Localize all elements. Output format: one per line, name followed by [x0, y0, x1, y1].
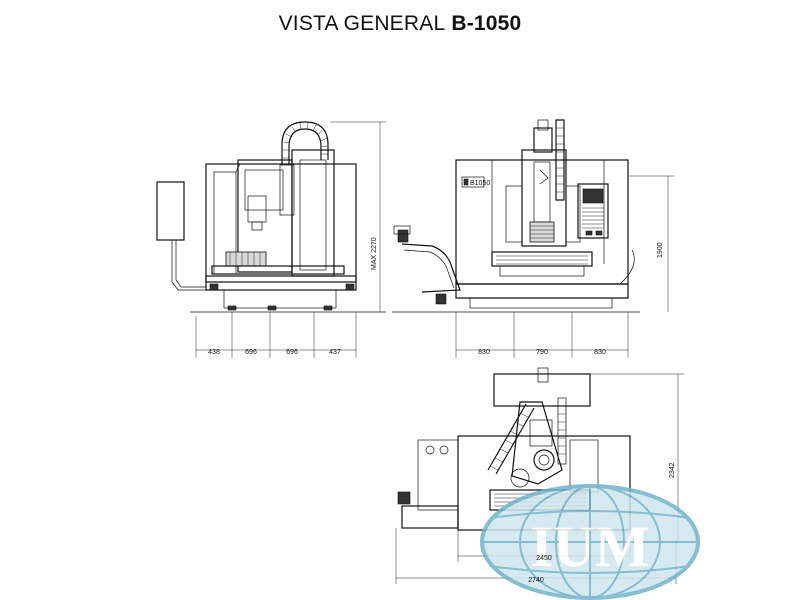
- front-chip-conveyor: [401, 243, 461, 293]
- title-model: B-1050: [451, 12, 522, 35]
- side-dim-1: 438: [208, 349, 220, 356]
- top-dim-width-1: 2450: [536, 555, 552, 562]
- top-control-cabinet: [493, 373, 591, 407]
- watermark-text: IUM: [530, 514, 649, 579]
- side-cable-chain: [281, 121, 329, 165]
- top-chip-conveyor: [401, 505, 459, 529]
- front-control-panel: [577, 183, 609, 239]
- front-view: B1050: [392, 119, 674, 358]
- side-view: 438 696 696 437 MAX 2270: [156, 121, 386, 358]
- side-dim-3: 696: [286, 349, 298, 356]
- side-dim-4: 437: [329, 349, 341, 356]
- side-spindle-head: [247, 195, 267, 223]
- front-base: [455, 283, 629, 299]
- ium-watermark: IUM: [480, 484, 700, 600]
- side-panel-arm: [171, 240, 206, 291]
- top-dim-height: 2342: [669, 462, 676, 478]
- side-table: [211, 265, 345, 275]
- front-dim-1: 830: [478, 349, 490, 356]
- front-screen: [582, 188, 604, 204]
- title-prefix: VISTA GENERAL: [278, 12, 446, 35]
- top-spindle: [533, 449, 555, 471]
- side-dim-height: MAX 2270: [371, 237, 378, 270]
- side-control-panel: [156, 181, 185, 241]
- side-base: [205, 275, 357, 291]
- side-enclosure: [205, 163, 357, 283]
- front-badge: B1050: [470, 180, 490, 187]
- side-dim-2: 696: [245, 349, 257, 356]
- front-dim-2: 790: [536, 349, 548, 356]
- front-dim-3: 830: [594, 349, 606, 356]
- front-vise: [529, 221, 555, 243]
- front-dim-height: 1900: [657, 242, 664, 258]
- top-dim-width-2: 2740: [528, 577, 544, 584]
- front-motor: [533, 127, 553, 153]
- top-column: [511, 401, 563, 485]
